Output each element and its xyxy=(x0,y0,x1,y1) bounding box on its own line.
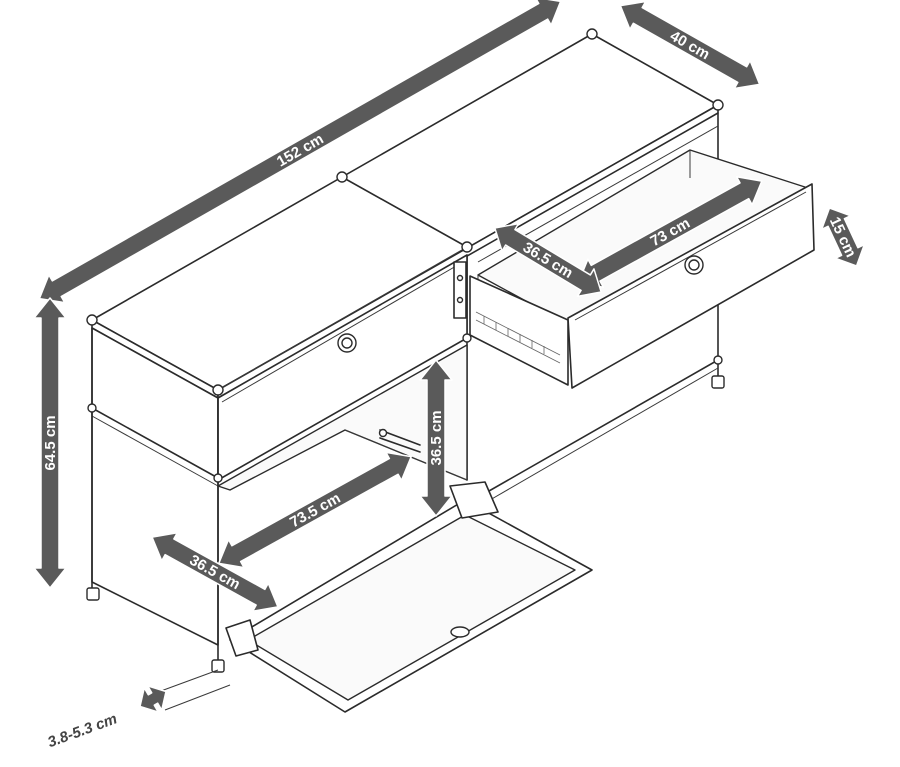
connector-ball xyxy=(212,384,224,396)
sideboard-frame xyxy=(86,28,815,713)
dim-foot-adjust-label: 3.8-5.3 cm xyxy=(45,710,119,751)
dim-height: 64.5 cm xyxy=(33,297,67,589)
drawer-left-side xyxy=(469,275,569,386)
top-module-divider xyxy=(341,176,468,248)
left-drawer-knob-inner xyxy=(341,337,353,349)
connector-ball xyxy=(87,403,97,413)
connector-ball xyxy=(336,171,348,183)
flap-knob xyxy=(450,626,470,638)
foot xyxy=(211,659,225,673)
flap-inner xyxy=(247,514,576,701)
drawer-runner xyxy=(475,311,561,364)
connector-ball xyxy=(712,99,724,111)
drawer-side-bracket xyxy=(453,261,467,319)
dim-drawer-height: 15 cm xyxy=(820,207,866,267)
bottom-rail-right xyxy=(481,359,719,496)
dim-foot-adjust xyxy=(139,685,167,713)
connector-ball xyxy=(86,314,98,326)
connector-ball xyxy=(461,241,473,253)
dim-flap-height: 36.5 cm xyxy=(419,359,453,517)
connector-ball xyxy=(462,333,472,343)
dim-height-label: 64.5 cm xyxy=(42,415,59,470)
left-side-rail xyxy=(91,407,219,479)
connector-ball xyxy=(213,473,223,483)
flap-hinge-right xyxy=(449,481,499,519)
flap-hinge-left xyxy=(225,619,259,657)
drawer-front xyxy=(567,183,815,389)
drawer-knob-inner xyxy=(688,259,700,271)
dim-depth-label: 40 cm xyxy=(667,28,712,64)
connector-ball xyxy=(586,28,598,40)
dim-flap-height-label: 36.5 cm xyxy=(428,410,445,465)
foot xyxy=(711,375,725,389)
connector-ball xyxy=(713,355,723,365)
open-flap xyxy=(225,481,593,713)
dim-drawer-height-label: 15 cm xyxy=(826,214,859,260)
foot xyxy=(86,587,100,601)
